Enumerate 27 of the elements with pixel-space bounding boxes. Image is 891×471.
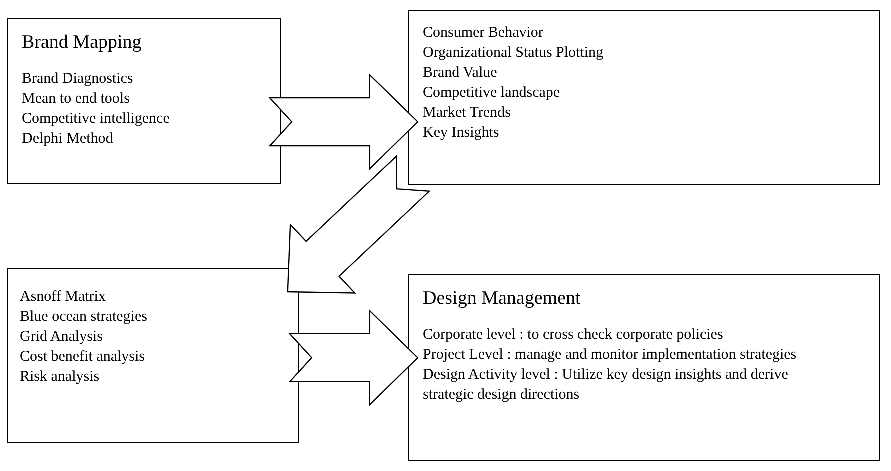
list-item: Asnoff Matrix [20, 288, 107, 307]
list-item: Cost benefit analysis [20, 348, 146, 367]
block-arrow [288, 310, 419, 406]
list-item: Blue ocean strategies [20, 308, 148, 327]
list-item: Brand Diagnostics [22, 70, 134, 89]
box-heading: Design Management [423, 287, 582, 311]
list-item: Corporate level : to cross check corporate policies [423, 326, 724, 345]
list-item: Market Trends [423, 104, 512, 123]
text-box [7, 18, 281, 184]
list-item: Competitive landscape [423, 84, 562, 103]
text-box [408, 274, 880, 461]
list-item: Delphi Method [22, 130, 114, 149]
list-item: Consumer Behavior [423, 24, 544, 43]
list-item: Risk analysis [20, 368, 101, 387]
list-item: Brand Value [423, 64, 498, 83]
list-item: Design Activity level : Utilize key design insights and derive strategic design directions [423, 366, 790, 405]
list-item: Key Insights [423, 124, 500, 143]
text-box [408, 10, 880, 185]
box-heading: Brand Mapping [22, 31, 143, 55]
list-item: Project Level : manage and monitor implementation strategies [423, 346, 798, 365]
list-item: Organizational Status Plotting [423, 44, 605, 63]
list-item: Competitive intelligence [22, 110, 171, 129]
block-arrow [287, 155, 431, 294]
block-arrow [268, 74, 419, 170]
list-item: Grid Analysis [20, 328, 104, 347]
list-item: Mean to end tools [22, 90, 131, 109]
text-box [7, 268, 299, 443]
